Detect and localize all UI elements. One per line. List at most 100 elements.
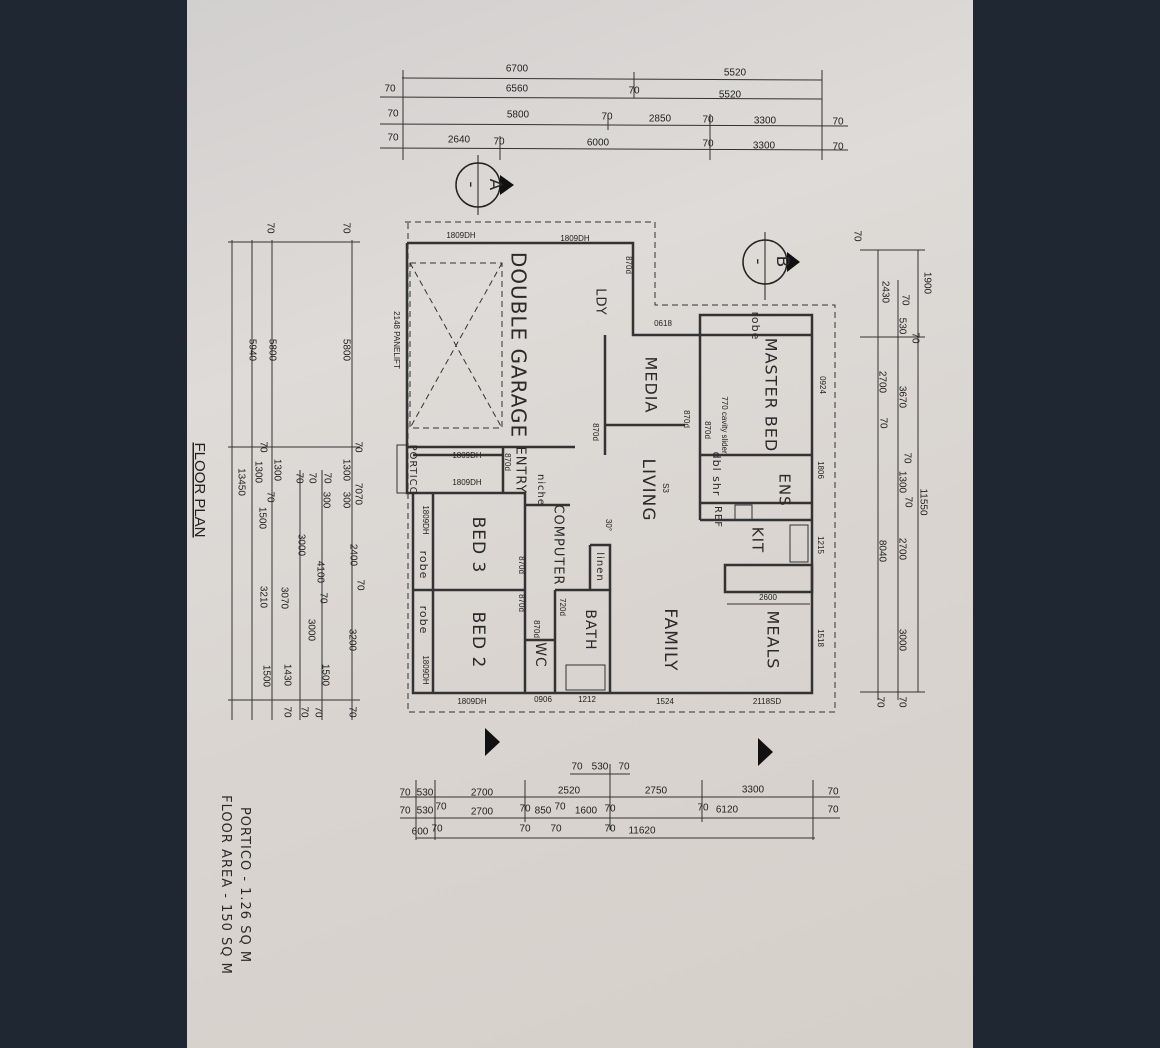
bottom-dimension-label: 70 [399, 806, 411, 817]
bottom-dimension-label: 70 [697, 803, 709, 814]
opening-label: 1809DH [446, 231, 476, 240]
section-b-sub: - [748, 258, 768, 265]
left-dimension-label: 70 [264, 491, 275, 503]
opening-label: 870d [682, 410, 691, 428]
room-label-family: FAMILY [660, 608, 680, 671]
room-label-ensuite: ENS [776, 473, 794, 506]
room-label-bed2: BED 2 [468, 612, 488, 669]
bottom-dimension-label: 850 [535, 806, 552, 817]
opening-label: 1215 [816, 536, 825, 554]
left-dimension-label: 2400 [347, 544, 358, 567]
room-label-robe3: robe [749, 312, 762, 341]
bottom-dimension-label: 70 [827, 787, 839, 798]
left-dimension-label: 70 [264, 222, 275, 234]
top-dimension-label: 6560 [506, 84, 529, 95]
opening-label: 870d [517, 556, 526, 574]
bottom-dimension-label: 2700 [471, 807, 494, 818]
top-dimension-label: 70 [493, 137, 505, 148]
right-dimension-label: 70 [901, 452, 912, 464]
room-label-kitchen: KIT [749, 527, 767, 553]
top-dimension-label: 6000 [587, 138, 610, 149]
top-dimension-label: 2850 [649, 114, 672, 125]
bottom-dimension-label: 70 [399, 788, 411, 799]
section-a-label: A [485, 179, 505, 192]
floor-plan-title: FLOOR PLAN [191, 442, 208, 537]
opening-label: 1212 [578, 695, 596, 704]
room-label-niche: niche [535, 474, 546, 506]
opening-label: 720d [558, 598, 567, 616]
bottom-dimension-label: 70 [550, 824, 562, 835]
opening-label: 870d [517, 594, 526, 612]
bottom-dimension-label: 2750 [645, 786, 668, 797]
right-dimension-label: 70 [874, 696, 885, 708]
room-label-wc: WC [532, 642, 548, 668]
left-dimension-label: 70 [352, 441, 363, 453]
left-dimension-label: 70 [321, 472, 332, 484]
left-dimension-label: 3200 [346, 629, 357, 652]
top-dimension-label: 5800 [507, 110, 530, 121]
opening-label: 1524 [656, 697, 674, 706]
room-label-garage: DOUBLE GARAGE [507, 252, 531, 438]
bottom-dimension-label: 6120 [716, 805, 739, 816]
left-dimension-label: 70 [306, 472, 317, 484]
right-dimension-label: 1300 [896, 471, 907, 494]
left-dimension-label: 70 [340, 222, 351, 234]
bottom-dimension-label: 70 [827, 805, 839, 816]
top-dimension-label: 70 [702, 115, 714, 126]
opening-label: 1518 [816, 629, 825, 647]
bottom-dimension-label: 2700 [471, 788, 494, 799]
room-label-robe2: robe [417, 606, 430, 635]
opening-label: 2148 PANELIFT [392, 311, 401, 369]
right-dimension-label: 2700 [896, 538, 907, 561]
top-dimension-label: 70 [384, 84, 396, 95]
bottom-dimension-label: 70 [571, 762, 583, 773]
room-label-bed3: BED 3 [468, 517, 488, 574]
garage-door-cross [409, 262, 503, 429]
opening-label: 870d [532, 620, 541, 638]
right-dimension-label: 8040 [876, 540, 887, 563]
left-dimension-label: 300 [320, 492, 331, 509]
left-dimension-label: 1500 [260, 665, 271, 688]
left-dimension-label: 70 [298, 706, 309, 718]
right-dimension-label: 70 [899, 294, 910, 306]
right-dimension-label: 70 [851, 230, 862, 242]
section-b-label: B [772, 256, 792, 269]
floor-area-note: FLOOR AREA - 150 SQ M [218, 795, 233, 975]
opening-label: S3 [661, 483, 670, 493]
right-dimension-label: 1900 [921, 272, 932, 295]
section-marker-b: B - [742, 232, 800, 300]
right-dimension-label: 70 [902, 496, 913, 508]
left-dimension-label: 70 [257, 441, 268, 453]
site-boundary [405, 221, 836, 713]
top-dimension-label: 70 [601, 112, 613, 123]
opening-label: 1806 [816, 461, 825, 479]
left-dimension-label: 70 [354, 579, 365, 591]
opening-label: 1809DH [421, 505, 430, 535]
top-dimension-label: 70 [387, 133, 399, 144]
bottom-dimension-label: 70 [431, 824, 443, 835]
top-dimension-label: 6700 [506, 64, 529, 75]
left-dimension-lines [228, 240, 360, 720]
left-dimension-label: 3070 [278, 587, 289, 610]
room-label-master: MASTER BED [762, 338, 781, 452]
room-label-computer: COMPUTER [551, 504, 566, 585]
opening-label: 1809DH [452, 451, 482, 460]
right-dimension-label: 2700 [876, 371, 887, 394]
floor-plan-paper [187, 0, 973, 1048]
right-dimension-lines [860, 249, 925, 700]
top-dimension-label: 70 [832, 117, 844, 128]
opening-label: 870d [591, 423, 600, 441]
room-label-portico: PORTICO [407, 444, 418, 495]
top-dimension-label: 3300 [753, 141, 776, 152]
left-dimension-label: 5800 [340, 339, 351, 362]
top-dimension-label: 5520 [724, 68, 747, 79]
opening-label: 2118SD [753, 697, 782, 706]
bottom-dimension-label: 11620 [628, 826, 656, 837]
left-dimension-label: 5940 [246, 339, 257, 362]
opening-label: 870d [503, 453, 512, 471]
right-dimension-label: 11550 [917, 488, 928, 516]
room-label-living: LIVING [638, 458, 658, 521]
section-a-sub: - [461, 181, 481, 188]
left-dimension-label: 13450 [235, 468, 246, 496]
bottom-dimension-label: 70 [435, 802, 447, 813]
